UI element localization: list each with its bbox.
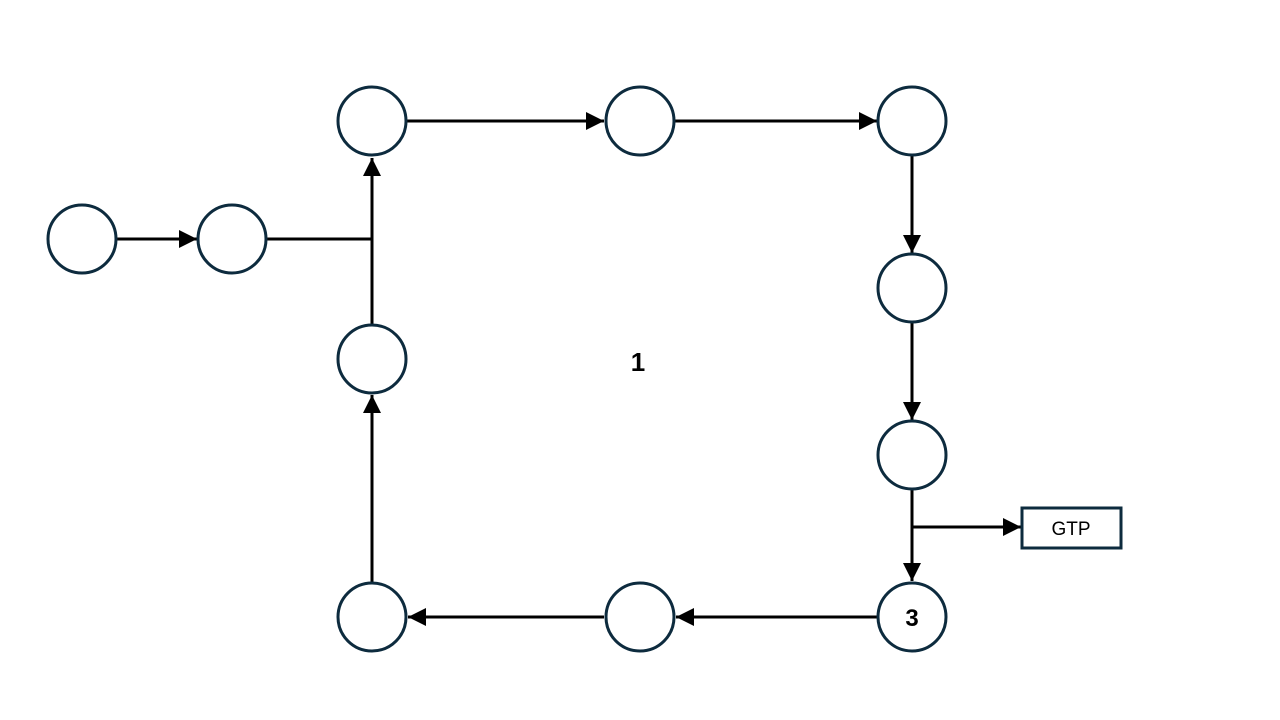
node-n9: [604, 581, 676, 653]
node-n3: [336, 85, 408, 157]
node-n7: [876, 419, 948, 491]
node-n1: [46, 203, 118, 275]
node-n8-label: 3: [905, 605, 918, 632]
node-n4: [604, 85, 676, 157]
node-n6: [876, 252, 948, 324]
node-n11: [336, 323, 408, 395]
product-box-label: GTP: [1051, 519, 1090, 540]
node-n10: [336, 581, 408, 653]
edge-n2-n3: [267, 158, 381, 241]
node-n8: [876, 581, 948, 653]
product-box: [1020, 506, 1123, 550]
node-n2: [196, 203, 268, 275]
node-n5: [876, 85, 948, 157]
cycle-center-label: 1: [631, 347, 645, 377]
